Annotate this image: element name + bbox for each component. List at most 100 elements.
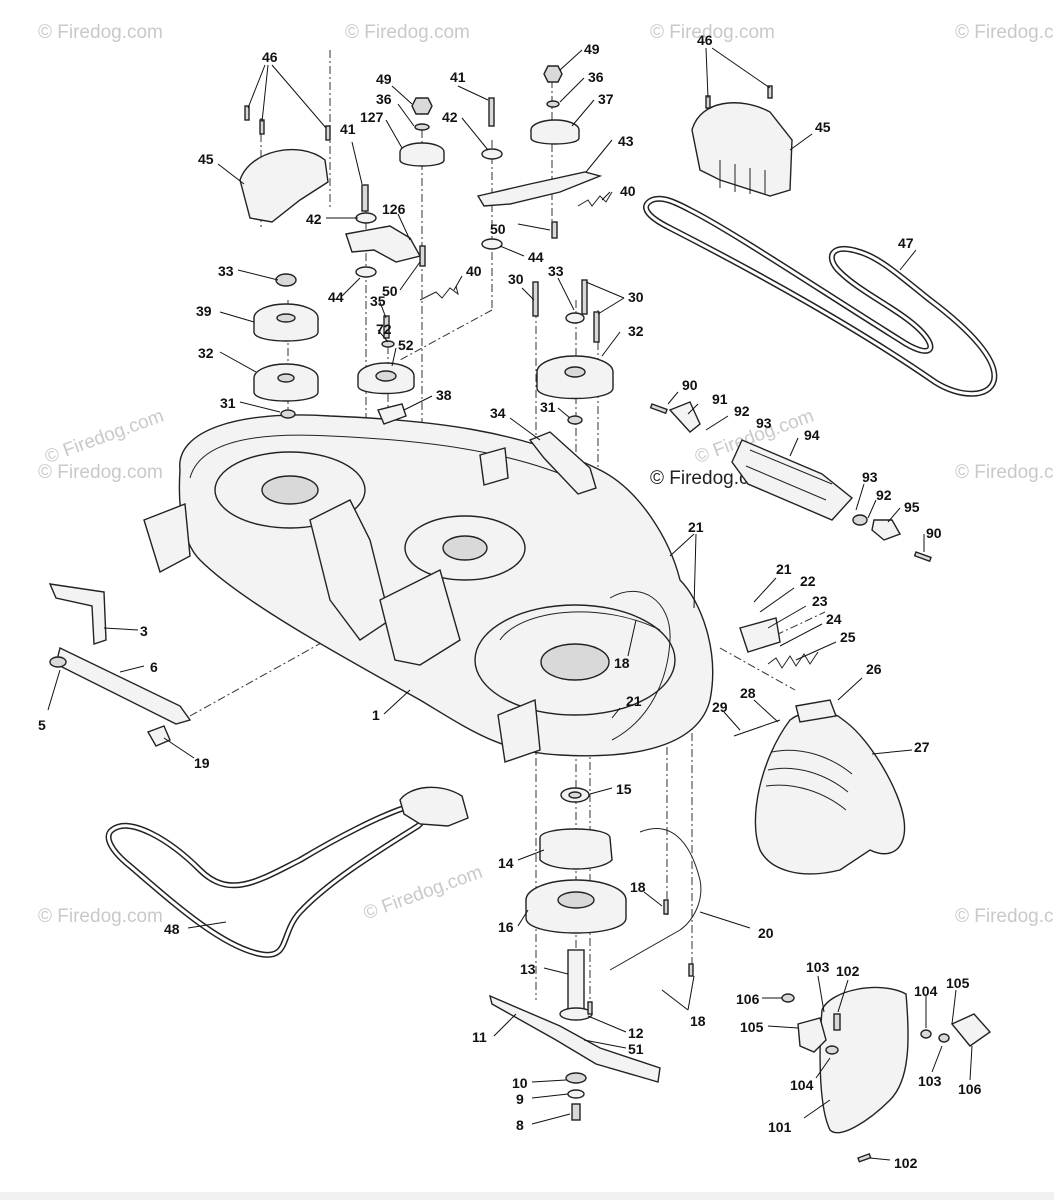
callout-3: 3 (140, 623, 148, 639)
callout-18-upper: 18 (614, 655, 630, 671)
callout-105-right: 105 (946, 975, 970, 991)
callout-92-bottom: 92 (876, 487, 892, 503)
callout-20: 20 (758, 925, 774, 941)
callout-36-left: 36 (376, 91, 392, 107)
callout-35: 35 (370, 293, 386, 309)
callout-127: 127 (360, 109, 384, 125)
callout-101: 101 (768, 1119, 792, 1135)
callout-34: 34 (490, 405, 506, 421)
callout-93-top: 93 (756, 415, 772, 431)
callout-90-bottom: 90 (926, 525, 942, 541)
callout-104-left: 104 (790, 1077, 814, 1093)
callout-90-top: 90 (682, 377, 698, 393)
callout-5: 5 (38, 717, 46, 733)
watermark-diag-center: © Firedog.com (361, 862, 486, 924)
callout-126: 126 (382, 201, 406, 217)
callout-95: 95 (904, 499, 920, 515)
callout-13: 13 (520, 961, 536, 977)
callout-41-left: 41 (340, 121, 356, 137)
callout-24: 24 (826, 611, 842, 627)
mower-deck (143, 414, 714, 763)
callout-26: 26 (866, 661, 882, 677)
callout-51: 51 (628, 1041, 644, 1057)
callout-28: 28 (740, 685, 756, 701)
callout-42-left: 42 (306, 211, 322, 227)
callout-50-right: 50 (490, 221, 506, 237)
callout-37: 37 (598, 91, 614, 107)
watermark-mid-left: © Firedog.com (38, 462, 163, 483)
callout-11: 11 (472, 1029, 487, 1045)
callout-25: 25 (840, 629, 856, 645)
callout-52: 52 (398, 337, 414, 353)
callout-12: 12 (628, 1025, 644, 1041)
callout-45-left: 45 (198, 151, 214, 167)
callout-36-right: 36 (588, 69, 604, 85)
callout-8: 8 (516, 1117, 524, 1133)
watermark-top-1: © Firedog.com (345, 22, 470, 43)
callout-33-left: 33 (218, 263, 234, 279)
callout-44-right: 44 (528, 249, 544, 265)
callout-49-left: 49 (376, 71, 392, 87)
belt-shield-right (691, 85, 793, 197)
callout-27: 27 (914, 739, 930, 755)
watermark-top-2: © Firedog.com (650, 22, 775, 43)
callout-29: 29 (712, 699, 728, 715)
callout-labels: 46 46 45 45 49 49 36 36 127 37 41 41 42 … (38, 32, 982, 1171)
callout-32-right: 32 (628, 323, 644, 339)
callout-9: 9 (516, 1091, 524, 1107)
callout-21-right: 21 (776, 561, 792, 577)
watermark-low-right: © Firedog.com (955, 906, 1054, 927)
callout-43: 43 (618, 133, 634, 149)
belt-47 (643, 195, 998, 397)
callout-21-top: 21 (688, 519, 704, 535)
callout-18-lower: 18 (690, 1013, 706, 1029)
idler-assembly-left (345, 97, 459, 425)
belt-shield-left (239, 105, 331, 223)
watermark-diag-left: © Firedog.com (42, 406, 167, 468)
callout-10: 10 (512, 1075, 528, 1091)
callout-106-right: 106 (958, 1081, 982, 1097)
callout-19: 19 (194, 755, 210, 771)
callout-45-right: 45 (815, 119, 831, 135)
callout-44-left: 44 (328, 289, 344, 305)
callout-31-right: 31 (540, 399, 556, 415)
callout-91: 91 (712, 391, 728, 407)
callout-106-left: 106 (736, 991, 760, 1007)
leader-lines (47, 47, 973, 1161)
callout-46-right: 46 (697, 32, 713, 48)
callout-1: 1 (372, 707, 380, 723)
callout-40-right: 40 (620, 183, 636, 199)
callout-31-left: 31 (220, 395, 236, 411)
callout-92-top: 92 (734, 403, 750, 419)
callout-50-left: 50 (382, 283, 398, 299)
callout-30-left: 30 (508, 271, 524, 287)
callout-93-bottom: 93 (862, 469, 878, 485)
idler-assembly-right (476, 65, 614, 495)
callout-30-right: 30 (628, 289, 644, 305)
callout-48: 48 (164, 921, 180, 937)
callout-16: 16 (498, 919, 514, 935)
footer-strip (0, 1192, 1054, 1200)
callout-14: 14 (498, 855, 514, 871)
callout-6: 6 (150, 659, 158, 675)
watermark-mid-right: © Firedog.com (955, 462, 1054, 483)
callout-42-right: 42 (442, 109, 458, 125)
callout-47: 47 (898, 235, 914, 251)
watermark-top-right: © Firedog.com (955, 22, 1054, 43)
callout-41-right: 41 (450, 69, 466, 85)
callout-72: 72 (376, 321, 392, 337)
callout-105-left: 105 (740, 1019, 764, 1035)
spindle-assembly (488, 787, 702, 1121)
callout-33-right: 33 (548, 263, 564, 279)
callout-49-right: 49 (584, 41, 600, 57)
callout-40-left: 40 (466, 263, 482, 279)
callout-23: 23 (812, 593, 828, 609)
deflector-assembly (733, 617, 906, 875)
callout-18-middle: 18 (630, 879, 646, 895)
watermark-low-left: © Firedog.com (38, 906, 163, 927)
callout-38: 38 (436, 387, 452, 403)
watermark-top-left: © Firedog.com (38, 22, 163, 43)
callout-39: 39 (196, 303, 212, 319)
callout-21-lower: 21 (626, 693, 642, 709)
